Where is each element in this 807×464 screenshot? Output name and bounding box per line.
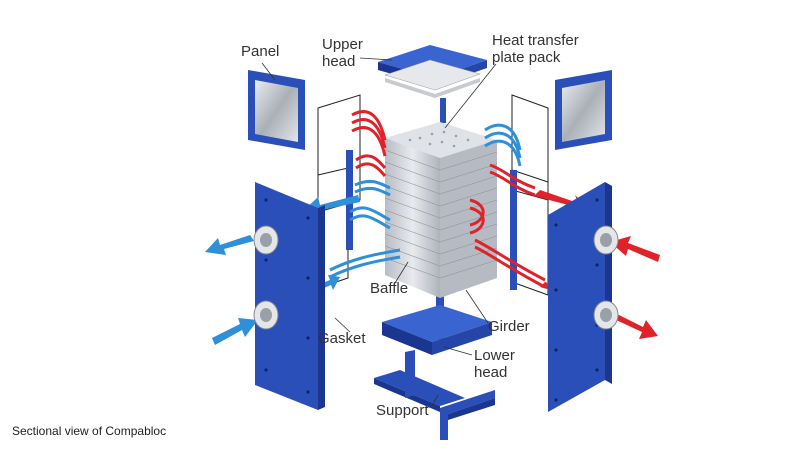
lower-head xyxy=(382,305,492,355)
label-lower-head: Lower head xyxy=(474,347,515,381)
label-girder: Girder xyxy=(488,318,530,335)
leader-lines xyxy=(261,57,497,407)
cold-flow-arrows xyxy=(205,195,360,345)
upper-head xyxy=(378,45,487,98)
label-gasket: Gasket xyxy=(318,330,366,347)
label-upper-head: Upper head xyxy=(322,36,363,70)
left-panel xyxy=(248,70,305,150)
figure-caption: Sectional view of Compabloc xyxy=(12,424,167,438)
right-panel xyxy=(555,70,612,150)
support xyxy=(374,350,495,440)
label-baffle: Baffle xyxy=(370,280,409,297)
label-panel: Panel xyxy=(241,43,280,60)
label-plate-pack: Heat transfer plate pack xyxy=(492,32,579,66)
left-end-plate xyxy=(253,182,325,410)
label-support: Support xyxy=(376,402,429,419)
right-end-plate xyxy=(548,182,619,412)
hot-flow-ribbons xyxy=(351,110,546,289)
cold-flow-ribbons xyxy=(329,123,522,279)
